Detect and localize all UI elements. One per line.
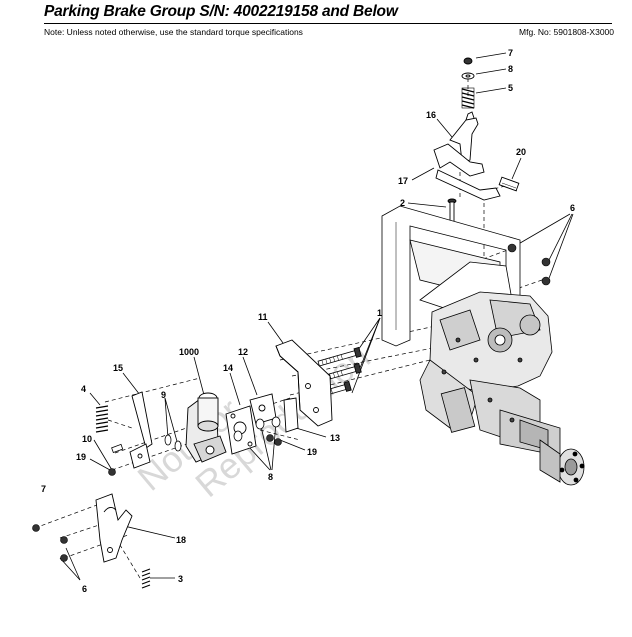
bolt-2 [447,198,457,223]
callout-9: 9 [161,390,166,400]
brake-arm-18 [95,493,133,563]
callout-3: 3 [178,574,183,584]
brake-rod-16 [449,117,479,163]
transaxle [419,291,585,486]
callout-8: 8 [508,64,513,74]
pin-10 [111,443,124,454]
bracket-base-17 [435,169,501,201]
callout-19-right: 19 [307,447,317,457]
callout-5: 5 [508,83,513,93]
brake-linkage-assembly [433,57,520,223]
brake-lever-15 [129,391,153,469]
nut-7-left [32,524,40,532]
washers-9 [164,434,182,452]
page-title: Parking Brake Group S/N: 4002219158 and … [44,3,398,20]
nuts-6-right [507,243,551,286]
callout-12: 12 [238,347,248,357]
axle-hub [557,448,585,486]
callout-labels: 7 8 5 16 20 17 2 6 11 1 1000 12 15 14 4 … [41,48,575,594]
caliper-plate-14 [225,405,257,455]
callout-13: 13 [330,433,340,443]
callout-16: 16 [426,110,436,120]
callout-6-left: 6 [82,584,87,594]
nuts-6-left [60,536,68,562]
callout-19-left: 19 [76,452,86,462]
torque-note: Note: Unless noted otherwise, use the st… [44,27,303,37]
mfg-number: Mfg. No: 5901808-X3000 [519,27,614,37]
callout-14: 14 [223,363,233,373]
spring-4 [95,405,109,433]
callout-18: 18 [176,535,186,545]
brake-caliper-1000 [185,392,227,463]
brake-pad-12 [249,393,277,425]
washers-8-bottom [233,416,281,442]
callout-20: 20 [516,147,526,157]
spring-5-top [461,87,475,109]
callout-17: 17 [398,176,408,186]
callout-11: 11 [258,312,268,322]
header-rule [44,23,612,24]
bolt-20 [498,176,520,192]
frame-plate [381,205,521,347]
callout-2: 2 [400,198,405,208]
nut-7-top [463,57,473,65]
callout-10: 10 [82,434,92,444]
callout-6-right: 6 [570,203,575,213]
callout-7-top: 7 [508,48,513,58]
callout-4: 4 [81,384,86,394]
spring-3 [141,568,151,589]
callout-1: 1 [377,308,382,318]
nuts-19-right [266,434,282,446]
bracket-17 [433,143,485,177]
nuts-19-left [108,468,116,476]
watermark: Not For Reproduction [130,336,378,505]
callout-7-left: 7 [41,484,46,494]
mounting-bracket-11 [275,339,333,433]
callout-1000: 1000 [179,347,199,357]
bracket-13 [283,397,299,433]
callout-8-bottom: 8 [268,472,273,482]
callout-15: 15 [113,363,123,373]
